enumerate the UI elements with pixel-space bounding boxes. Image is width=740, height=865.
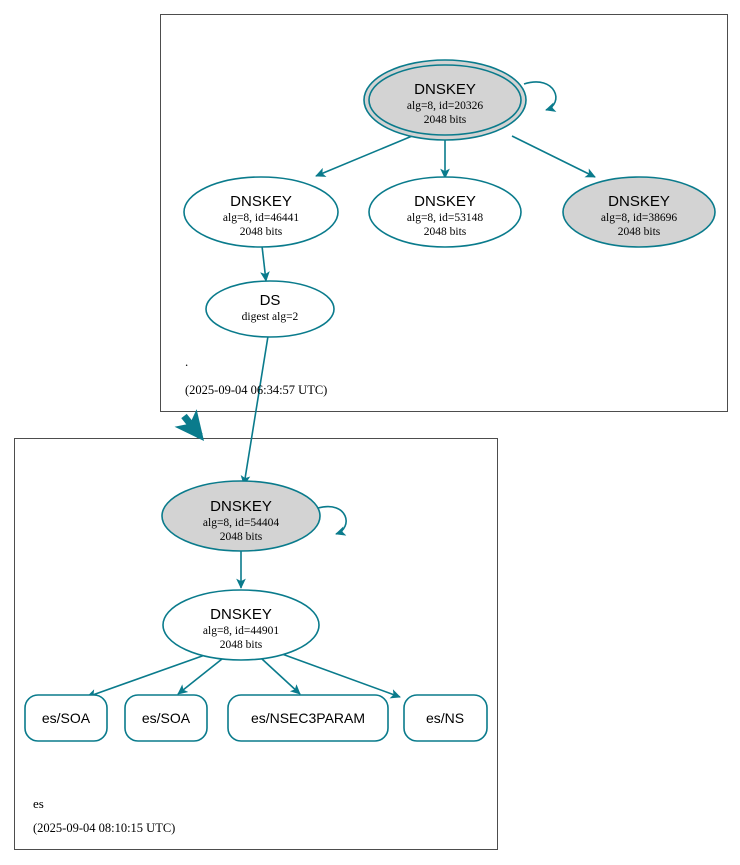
- node-root-dnskey-46441-line2: alg=8, id=46441: [223, 212, 299, 224]
- node-es-ksk-54404[interactable]: DNSKEY alg=8, id=54404 2048 bits: [161, 480, 321, 552]
- node-es-ksk-54404-ellipse: [161, 480, 321, 552]
- node-root-dnskey-53148-line2: alg=8, id=53148: [407, 212, 483, 224]
- cluster-label-root-zone-name: .: [185, 354, 188, 369]
- node-ds-record[interactable]: DS digest alg=2: [205, 280, 335, 338]
- node-root-dnskey-46441[interactable]: DNSKEY alg=8, id=46441 2048 bits: [183, 176, 339, 248]
- node-root-dnskey-46441-ellipse: [183, 176, 339, 248]
- edge-es-ksk-self-loop: [317, 505, 347, 536]
- edge-root-ksk-self-loop: [523, 81, 557, 112]
- node-root-ksk-line3: 2048 bits: [424, 114, 467, 126]
- node-root-dnskey-38696-line3: 2048 bits: [618, 226, 661, 238]
- node-ds-record-line2: digest alg=2: [242, 311, 299, 323]
- node-es-zsk-44901-line2: alg=8, id=44901: [203, 625, 279, 637]
- node-root-dnskey-38696-ellipse: [562, 176, 716, 248]
- node-root-ksk-inner-ellipse: [368, 64, 522, 136]
- rrset-es-soa-1[interactable]: es/SOA: [24, 694, 108, 742]
- rrset-es-soa-1-box: [24, 694, 108, 742]
- rrset-es-soa-1-label: es/SOA: [42, 710, 91, 726]
- node-root-dnskey-46441-line3: 2048 bits: [240, 226, 283, 238]
- node-es-ksk-54404-title: DNSKEY: [210, 498, 272, 515]
- cluster-label-root-zone-timestamp: (2025-09-04 06:34:57 UTC): [185, 383, 327, 397]
- node-root-dnskey-38696-line2: alg=8, id=38696: [601, 212, 677, 224]
- node-root-dnskey-38696-title: DNSKEY: [608, 193, 670, 210]
- edge-dnskey-46441-to-ds: [260, 245, 270, 282]
- cluster-label-es-zone-timestamp: (2025-09-04 08:10:15 UTC): [33, 821, 175, 835]
- node-ds-record-ellipse: [205, 280, 335, 338]
- rrset-es-soa-2-label: es/SOA: [142, 710, 191, 726]
- node-root-dnskey-38696[interactable]: DNSKEY alg=8, id=38696 2048 bits: [562, 176, 716, 248]
- edge-zone-delegation-root-to-es: [174, 409, 205, 442]
- rrset-es-ns-box: [403, 694, 488, 742]
- rrset-es-soa-2[interactable]: es/SOA: [124, 694, 208, 742]
- edge-root-ksk-to-dnskey-46441: [315, 133, 418, 177]
- rrset-es-nsec3param-box: [227, 694, 389, 742]
- rrset-es-nsec3param-label: es/NSEC3PARAM: [251, 710, 365, 726]
- node-root-dnskey-53148-line3: 2048 bits: [424, 226, 467, 238]
- rrset-es-nsec3param[interactable]: es/NSEC3PARAM: [227, 694, 389, 742]
- cluster-label-es-zone-name: es: [33, 796, 44, 811]
- node-es-zsk-44901[interactable]: DNSKEY alg=8, id=44901 2048 bits: [162, 589, 320, 661]
- edge-es-zsk-to-es-soa-1: [86, 654, 206, 699]
- node-root-dnskey-46441-title: DNSKEY: [230, 193, 292, 210]
- node-root-ksk-line2: alg=8, id=20326: [407, 100, 483, 112]
- edge-root-ksk-to-dnskey-38696: [511, 135, 596, 178]
- edge-es-zsk-to-es-soa-2: [177, 658, 223, 695]
- node-es-zsk-44901-ellipse: [162, 589, 320, 661]
- rrset-es-ns-label: es/NS: [426, 710, 464, 726]
- node-es-zsk-44901-title: DNSKEY: [210, 606, 272, 623]
- edge-es-zsk-to-es-nsec3param: [261, 658, 301, 695]
- node-root-dnskey-53148-title: DNSKEY: [414, 193, 476, 210]
- node-es-ksk-54404-line2: alg=8, id=54404: [203, 517, 279, 529]
- node-root-dnskey-53148[interactable]: DNSKEY alg=8, id=53148 2048 bits: [368, 176, 522, 248]
- rrset-es-soa-2-box: [124, 694, 208, 742]
- rrset-es-ns[interactable]: es/NS: [403, 694, 488, 742]
- node-ds-record-title: DS: [260, 292, 281, 309]
- node-es-zsk-44901-line3: 2048 bits: [220, 639, 263, 651]
- node-root-ksk-20326[interactable]: DNSKEY alg=8, id=20326 2048 bits: [363, 59, 527, 141]
- edge-es-zsk-to-es-ns: [281, 653, 401, 699]
- node-root-ksk-title: DNSKEY: [414, 81, 476, 98]
- edge-ds-to-es-ksk: [240, 329, 270, 486]
- node-es-ksk-54404-line3: 2048 bits: [220, 531, 263, 543]
- node-root-dnskey-53148-ellipse: [368, 176, 522, 248]
